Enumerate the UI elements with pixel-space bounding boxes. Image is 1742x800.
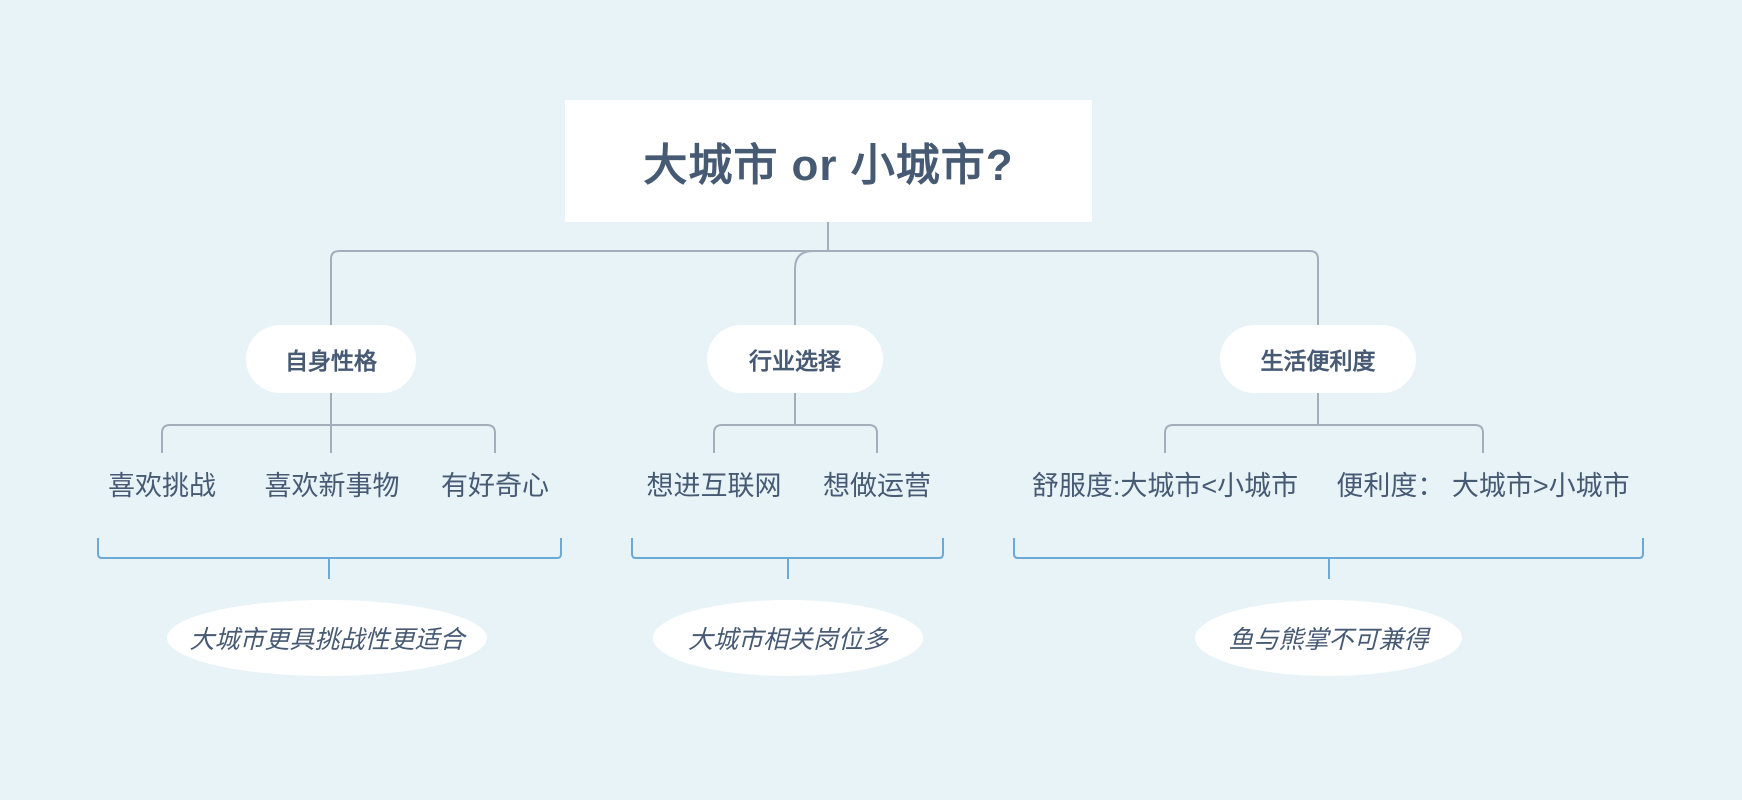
branch3-children-connector	[1164, 424, 1484, 453]
leaf-convenience-comparison[interactable]: 便利度： 大城市>小城市	[1336, 471, 1630, 501]
conclusion-convenience-node[interactable]: 鱼与熊掌不可兼得	[1195, 600, 1462, 676]
conclusion-personality-node[interactable]: 大城市更具挑战性更适合	[167, 600, 487, 676]
root-connector-middle-arm	[794, 250, 828, 325]
root-node[interactable]: 大城市 or 小城市?	[565, 100, 1092, 222]
branch-personality-node[interactable]: 自身性格	[246, 325, 416, 393]
branch3-summary-bracket	[1013, 538, 1644, 559]
leaf-wants-internet-industry[interactable]: 想进互联网	[646, 471, 782, 501]
branch2-summary-bracket	[631, 538, 944, 559]
root-connector-right-arm	[828, 250, 1319, 325]
root-connector-left-arm	[330, 250, 828, 325]
branch2-children-connector	[713, 424, 878, 453]
leaf-curiosity[interactable]: 有好奇心	[441, 471, 549, 501]
branch-industry-node[interactable]: 行业选择	[707, 325, 883, 393]
leaf-comfort-comparison[interactable]: 舒服度:大城市<小城市	[1031, 471, 1299, 501]
branch1-summary-bracket	[97, 538, 562, 559]
conclusion-industry-node[interactable]: 大城市相关岗位多	[653, 600, 923, 676]
leaf-likes-new-things[interactable]: 喜欢新事物	[264, 471, 400, 501]
leaf-wants-operations[interactable]: 想做运营	[823, 471, 931, 501]
branch1-children-connector	[161, 424, 496, 453]
branch-convenience-node[interactable]: 生活便利度	[1220, 325, 1416, 393]
leaf-likes-challenge[interactable]: 喜欢挑战	[108, 471, 216, 501]
